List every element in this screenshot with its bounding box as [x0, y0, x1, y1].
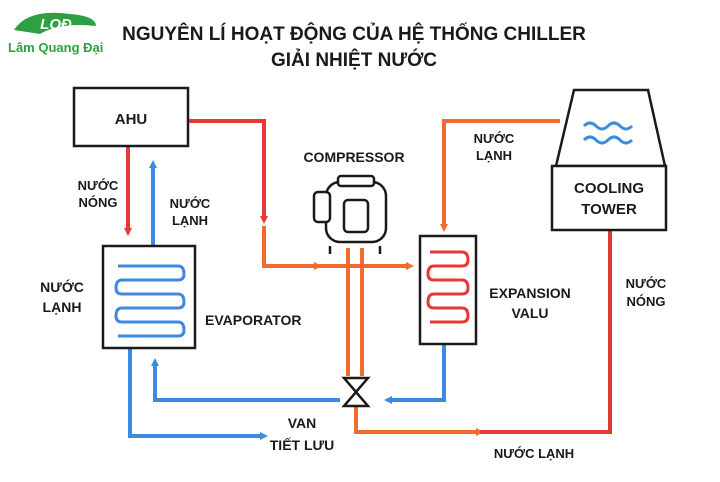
tower-cold-water-label-line1: NƯỚC — [474, 131, 515, 146]
tower-hot-water-label-line2: NÓNG — [627, 294, 666, 309]
ahu-return-pipe — [188, 119, 268, 224]
page-title-line2: GIẢI NHIỆT NƯỚC — [271, 49, 437, 71]
expansion-coil-icon — [426, 250, 470, 324]
evaporator-cold-water-label-line2: LẠNH — [43, 299, 82, 315]
expansion-to-valve-pipe — [384, 344, 446, 404]
ahu-hot-water-label-line2: NÓNG — [79, 195, 118, 210]
cooling-tower-label-line2: TOWER — [581, 201, 637, 218]
cooling-tower-label-line1: COOLING — [574, 180, 644, 197]
van-label-line2: TIẾT LƯU — [270, 437, 335, 453]
evaporator-box — [101, 244, 197, 350]
logo-company-name: Lâm Quang Đại — [8, 40, 103, 55]
expansion-label-line2: VALU — [511, 305, 548, 321]
compressor-icon — [312, 174, 388, 254]
compressor-line-left — [262, 226, 322, 270]
company-logo: LQĐ Lâm Quang Đại — [8, 12, 103, 55]
tower-hot-water-label-line1: NƯỚC — [626, 276, 667, 291]
ahu-box — [72, 86, 190, 148]
evaporator-cold-water-label-line1: NƯỚC — [40, 278, 84, 295]
cooling-tower-top — [554, 88, 667, 168]
expansion-label-line1: EXPANSION — [489, 285, 570, 301]
water-waves-icon — [582, 121, 634, 145]
ahu-cold-water-label-line1: NƯỚC — [170, 196, 211, 211]
cooling-tower-body — [550, 164, 668, 232]
tower-to-expansion-pipe — [440, 119, 560, 232]
valve-bottom-pipe — [354, 400, 484, 436]
logo-mark: LQĐ — [40, 16, 72, 33]
evaporator-label: EVAPORATOR — [205, 312, 301, 328]
ahu-cold-water-label-line2: LẠNH — [172, 213, 208, 228]
expansion-valve-icon — [341, 376, 371, 408]
logo-leaf-icon — [14, 12, 96, 34]
bottom-cold-water-label: NƯỚC LẠNH — [494, 446, 574, 461]
van-label-line1: VAN — [288, 415, 317, 431]
bottom-to-tower-pipe — [480, 230, 612, 434]
page-title-line1: NGUYÊN LÍ HOẠT ĐỘNG CỦA HỆ THỐNG CHILLER — [122, 23, 586, 45]
evaporator-coil-icon — [114, 264, 186, 338]
evaporator-to-van-pipe — [128, 348, 268, 440]
valve-to-evaporator-pipe — [151, 358, 340, 402]
tower-cold-water-label-line2: LẠNH — [476, 148, 512, 163]
compressor-label: COMPRESSOR — [303, 149, 404, 165]
ahu-hot-water-label-line1: NƯỚC — [78, 178, 119, 193]
ahu-label: AHU — [115, 111, 148, 128]
